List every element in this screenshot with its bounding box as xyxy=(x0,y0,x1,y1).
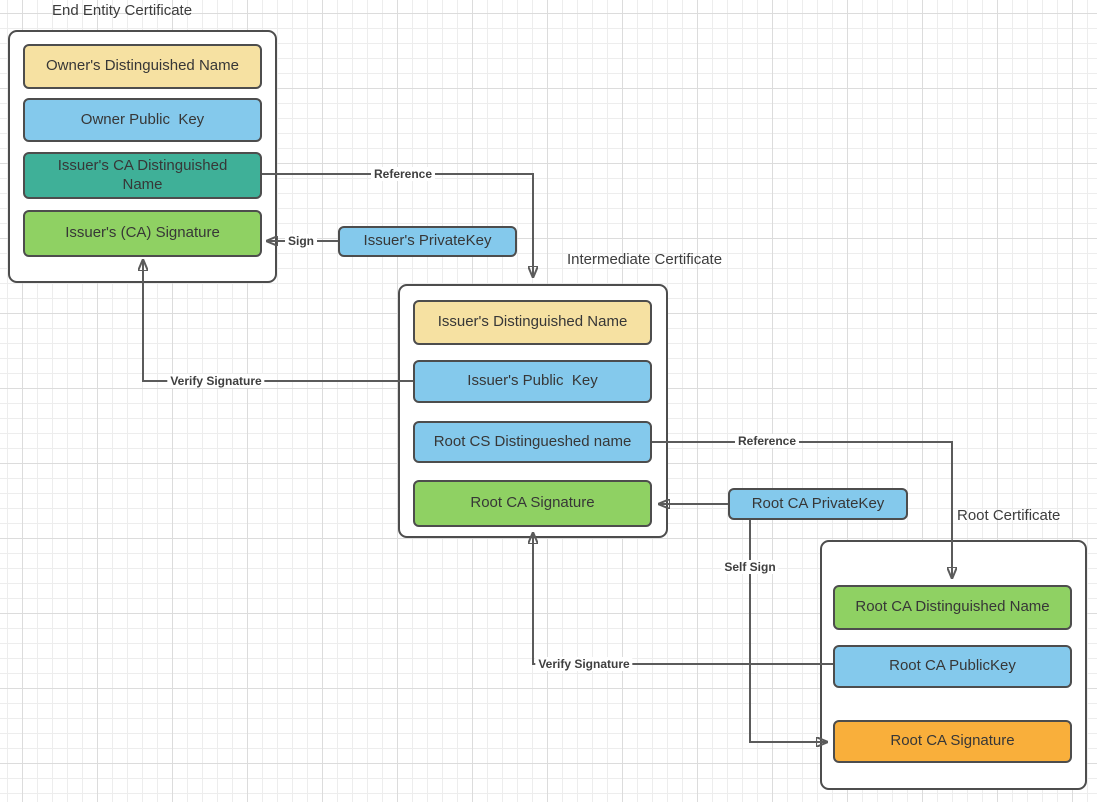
edge-label-self-sign: Self Sign xyxy=(721,560,779,574)
node-issuers-ca-distinguished-name: Issuer's CA Distinguished Name xyxy=(23,152,262,199)
edge-reference-1 xyxy=(262,173,533,276)
node-issuers-ca-signature: Issuer's (CA) Signature xyxy=(23,210,262,257)
edge-label-reference-2: Reference xyxy=(734,434,800,448)
node-root-ca-distinguished-name: Root CA Distinguished Name xyxy=(833,585,1072,630)
intermediate-certificate-title: Intermediate Certificate xyxy=(567,251,723,268)
node-owners-distinguished-name: Owner's Distinguished Name xyxy=(23,44,262,89)
node-root-ca-public-key: Root CA PublicKey xyxy=(833,645,1072,688)
node-issuers-distinguished-name: Issuer's Distinguished Name xyxy=(413,300,652,345)
edge-label-verify-signature-1: Verify Signature xyxy=(167,374,265,388)
edge-verify-signature-2 xyxy=(533,534,833,665)
end-entity-certificate-title: End Entity Certificate xyxy=(52,2,193,19)
node-root-ca-private-key: Root CA PrivateKey xyxy=(728,488,908,520)
edge-label-reference-1: Reference xyxy=(370,167,436,181)
node-root-ca-signature-intermediate: Root CA Signature xyxy=(413,480,652,527)
edge-label-verify-signature-2: Verify Signature xyxy=(535,657,633,671)
node-issuers-public-key: Issuer's Public Key xyxy=(413,360,652,403)
node-issuers-private-key: Issuer's PrivateKey xyxy=(338,226,517,257)
node-root-cs-distingueshed-name: Root CS Distingueshed name xyxy=(413,421,652,463)
edge-label-sign: Sign xyxy=(285,234,317,248)
node-owner-public-key: Owner Public Key xyxy=(23,98,262,142)
edge-self-sign xyxy=(749,520,826,742)
node-root-ca-signature-root: Root CA Signature xyxy=(833,720,1072,763)
root-certificate-title: Root Certificate xyxy=(957,507,1061,524)
